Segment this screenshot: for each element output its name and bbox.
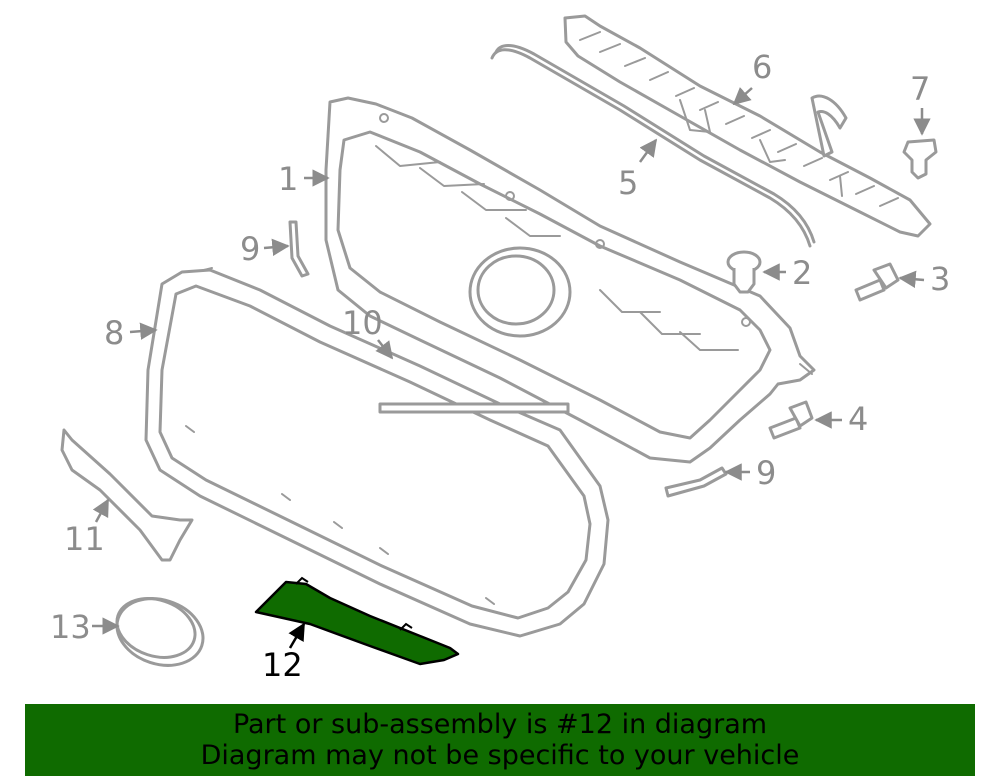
thin-bar-part <box>378 402 570 414</box>
callout-8: 8 <box>104 314 124 352</box>
clip-part <box>810 94 938 180</box>
molding-strip-part <box>490 44 816 248</box>
callout-labels: 1 2 3 4 5 6 7 8 9 9 10 11 13 12 <box>50 48 950 684</box>
push-clip-part <box>726 250 762 294</box>
upper-bracket-part <box>563 14 932 238</box>
banner-line-2: Diagram may not be specific to your vehi… <box>200 740 800 771</box>
callout-10: 10 <box>342 304 383 342</box>
trim-strip-lower-part <box>664 466 728 498</box>
callout-9-upper: 9 <box>240 230 260 268</box>
grille-part <box>324 96 816 464</box>
callout-12: 12 <box>262 646 303 684</box>
bolt-part-3 <box>854 262 900 302</box>
callout-6: 6 <box>752 48 772 86</box>
callout-4: 4 <box>848 400 868 438</box>
emblem-part <box>115 597 205 667</box>
callout-7: 7 <box>910 70 930 108</box>
callout-11: 11 <box>64 520 105 558</box>
bolt-part-4 <box>768 400 814 440</box>
highlighted-part-12[interactable] <box>254 576 460 666</box>
callout-13: 13 <box>50 608 91 646</box>
side-trim-part <box>60 428 194 562</box>
callout-3: 3 <box>930 260 950 298</box>
outer-frame-part <box>144 267 610 638</box>
leader-lines <box>92 86 931 649</box>
banner-line-1: Part or sub-assembly is #12 in diagram <box>232 709 768 740</box>
info-banner: Part or sub-assembly is #12 in diagram D… <box>25 704 975 776</box>
callout-5: 5 <box>618 164 638 202</box>
callout-1: 1 <box>278 160 298 198</box>
callout-2: 2 <box>792 254 812 292</box>
trim-strip-upper-part <box>288 220 310 278</box>
callout-9-lower: 9 <box>756 454 776 492</box>
